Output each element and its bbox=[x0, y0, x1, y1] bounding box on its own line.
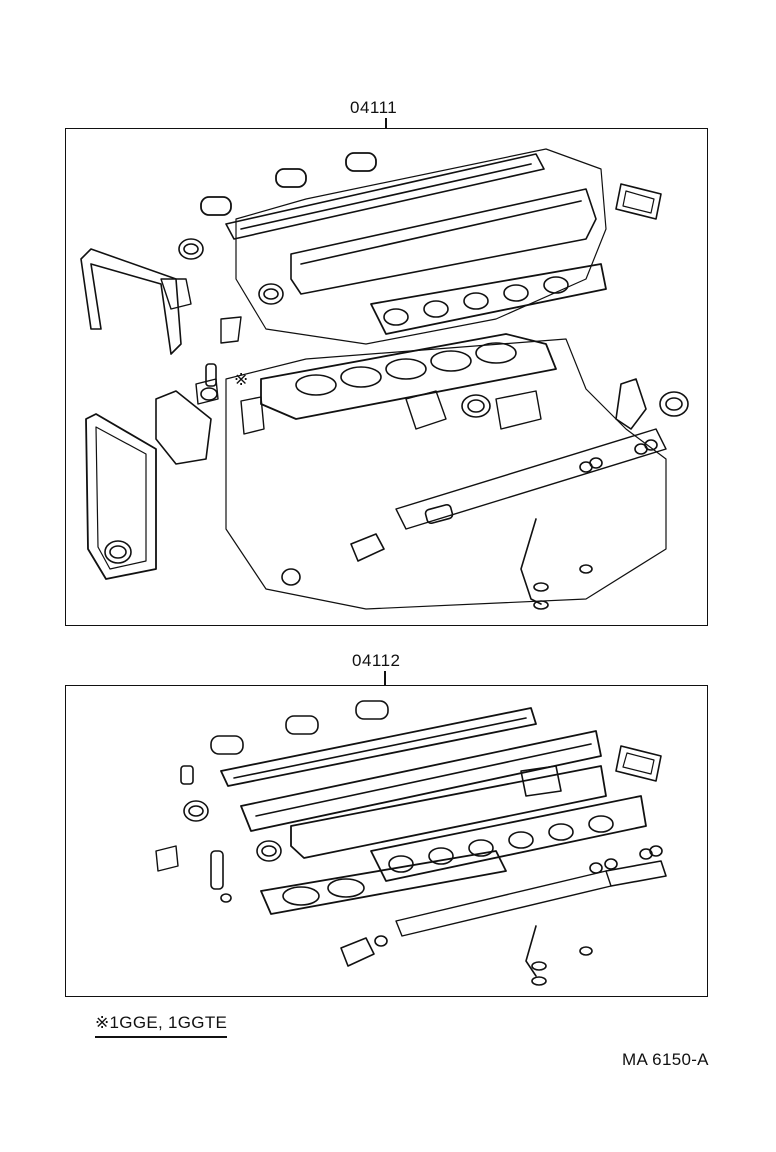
applicability-note: ※1GGE, 1GGTE bbox=[95, 1013, 228, 1038]
drawing-code: MA 6150-A bbox=[622, 1050, 709, 1069]
part-number-label-04111: 04111 bbox=[350, 98, 398, 117]
applicability-mark: ※ bbox=[234, 370, 249, 389]
label-leader-line bbox=[384, 671, 386, 686]
note-symbol: ※ bbox=[95, 1013, 110, 1032]
engine-gasket-kit-drawing bbox=[80, 148, 689, 610]
note-text: 1GGE, 1GGTE bbox=[109, 1013, 228, 1032]
cylinder-head-gasket-kit-drawing bbox=[155, 700, 667, 986]
part-number-label-04112: 04112 bbox=[352, 651, 401, 670]
label-leader-line bbox=[385, 118, 387, 129]
gasket-kit-panel-04112 bbox=[65, 685, 708, 997]
gasket-kit-panel-04111 bbox=[65, 128, 708, 626]
